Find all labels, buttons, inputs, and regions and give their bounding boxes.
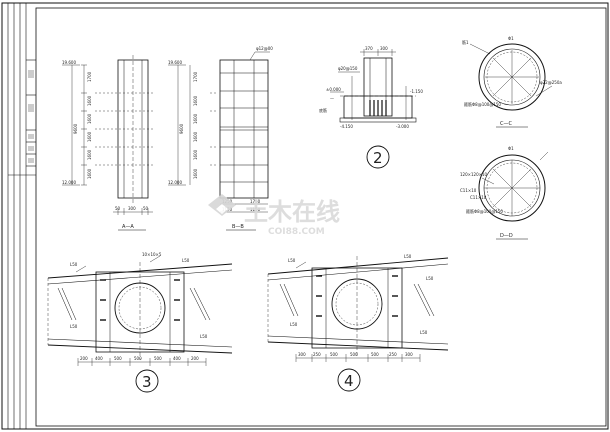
title-cell-mark — [28, 158, 34, 163]
dim: 300 — [298, 352, 306, 357]
note: 筋1 — [462, 39, 469, 45]
bottom-dim: 50 — [115, 206, 121, 211]
note: -3.000 — [396, 124, 409, 129]
level-top: 19.600 — [168, 60, 182, 65]
top-text: Φ1 — [508, 36, 514, 41]
top-dim: 300 — [380, 46, 388, 51]
dim: 250 — [389, 352, 397, 357]
bottom-dim: 1750 — [250, 199, 261, 204]
note: L50 — [426, 276, 434, 281]
note: C11×10 — [460, 188, 477, 193]
note: -1.150 — [410, 89, 423, 94]
dim: 500 — [134, 356, 142, 361]
dim: 500 — [350, 352, 358, 357]
watermark-en: COI88.COM — [268, 227, 325, 237]
detail-callout-circle — [337, 368, 361, 392]
watermark-logo-icon — [208, 194, 236, 216]
note: L50 — [404, 254, 412, 259]
section-label: A—A — [122, 224, 134, 230]
section-c-c: 筋1 Φ1 φ22@250a 箍筋Φ8@100@150 C—C — [462, 36, 562, 128]
note: L50 — [290, 322, 298, 327]
title-cell-mark — [28, 134, 34, 139]
segment-dim: 1600 — [193, 113, 198, 124]
segment-dim: 1700 — [87, 71, 92, 82]
dim: 200 — [80, 356, 88, 361]
side-label: ±0.000 — [326, 87, 341, 92]
dim: 300 — [405, 352, 413, 357]
segment-dim: 1600 — [87, 113, 92, 124]
note: L50 — [288, 258, 296, 263]
segment-dim: 1700 — [193, 71, 198, 82]
sheet-inner-border — [35, 7, 607, 427]
detail-number: 3 — [142, 373, 152, 391]
segment-dim: 1600 — [193, 95, 198, 106]
dim: 500 — [114, 356, 122, 361]
note: L50 — [70, 262, 78, 267]
dim: 500 — [154, 356, 162, 361]
section-b-b: φ12@00 19.600 12.000 1700 1600 1600 1600… — [168, 46, 273, 231]
bottom-dim: 50 — [143, 206, 149, 211]
section-a-a: 19.600 12.000 1700 1600 1600 1600 1600 1… — [62, 55, 155, 231]
side-note: 箍筋Φ8@100@150 — [464, 101, 501, 107]
dim: 500 — [330, 352, 338, 357]
note: φ22@250a — [540, 80, 562, 85]
watermark: 土木在线 COI88.COM — [208, 194, 340, 237]
top-dim: 370 — [365, 46, 373, 51]
segment-dim: 1600 — [193, 131, 198, 142]
callout-text: φ12@00 — [256, 46, 273, 51]
watermark-cn: 土木在线 — [244, 198, 340, 226]
title-cell-mark — [28, 70, 34, 78]
level-top: 19.600 — [62, 60, 76, 65]
segment-dim: 1600 — [87, 149, 92, 160]
detail-callout-circle — [366, 145, 390, 169]
bottom-dim: 1150 — [250, 207, 261, 212]
segment-dim: 1600 — [87, 168, 92, 179]
section-label: B—B — [232, 224, 244, 230]
dim: 200 — [191, 356, 199, 361]
note: L50 — [70, 324, 78, 329]
dim: 400 — [95, 356, 103, 361]
note: 10×10×5 — [142, 252, 162, 257]
segment-dim: 1600 — [87, 95, 92, 106]
detail-number: 2 — [373, 149, 383, 167]
detail-2: 370 300 ±0.000 — φ20@150 底筋 -4.150 -1.15… — [319, 46, 423, 169]
note: L50 — [200, 334, 208, 339]
dim: 400 — [173, 356, 181, 361]
total-dim: 9600 — [73, 123, 78, 134]
title-cell-mark — [28, 146, 34, 151]
top-text: Φ1 — [508, 146, 514, 151]
title-block — [7, 3, 36, 429]
bottom-dim: 300 — [128, 206, 136, 211]
dim: 500 — [371, 352, 379, 357]
level-bottom: 12.000 — [62, 180, 76, 185]
note: L50 — [182, 258, 190, 263]
detail-4: L50 L50 L50 L50 L50 300 250 500 500 500 … — [267, 254, 449, 392]
segment-dim: 1600 — [193, 149, 198, 160]
note: -4.150 — [340, 124, 353, 129]
total-dim: 9600 — [179, 123, 184, 134]
note: C11×10 — [470, 195, 487, 200]
side-label: — — [330, 96, 334, 101]
section-label: C—C — [500, 121, 512, 127]
detail-number: 4 — [344, 372, 354, 390]
segment-dim: 1600 — [193, 168, 198, 179]
title-cell-mark — [28, 104, 34, 112]
side-note: 箍筋Φ8@100@150 — [466, 208, 503, 214]
section-label: D—D — [500, 233, 513, 239]
segment-dim: 1600 — [87, 131, 92, 142]
section-d-d: Φ1 120×120×10 C11×10 C11×10 箍筋Φ8@100@150… — [460, 146, 549, 240]
side-label: φ20@150 — [338, 66, 358, 71]
note: 120×120×10 — [460, 172, 488, 177]
side-label: 底筋 — [319, 107, 327, 113]
detail-3: L50 10×10×5 L50 L50 L50 200 400 500 500 … — [47, 252, 233, 393]
wall-outline — [219, 59, 269, 199]
dim: 250 — [313, 352, 321, 357]
detail-callout-circle — [135, 369, 159, 393]
level-bottom: 12.000 — [168, 180, 182, 185]
note: L50 — [420, 330, 428, 335]
